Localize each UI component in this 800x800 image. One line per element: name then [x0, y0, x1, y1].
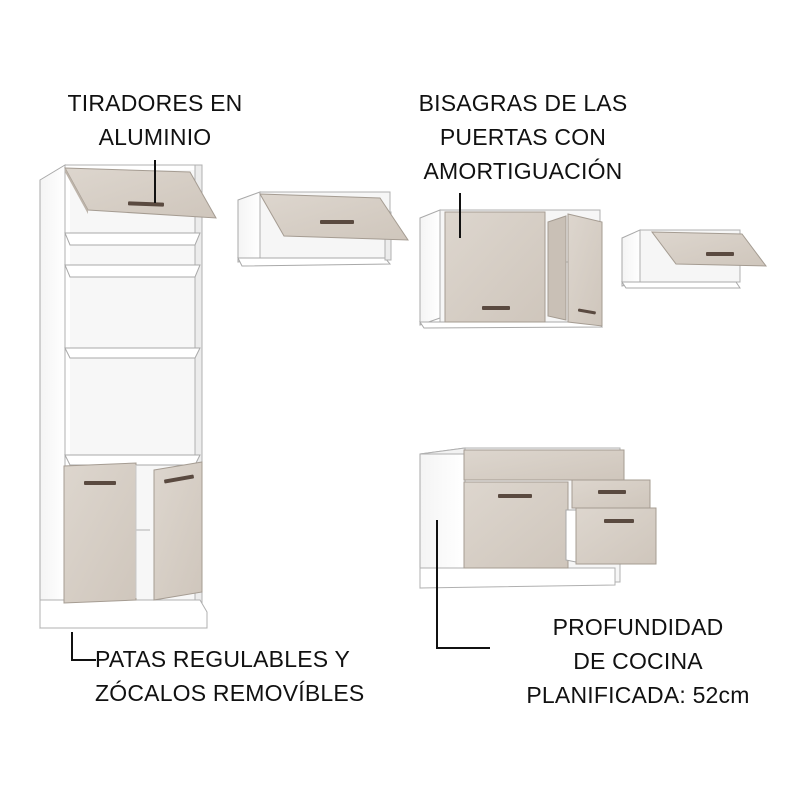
hinges-callout-line-1: BISAGRAS DE LAS: [418, 90, 628, 116]
pantry-top-door[interactable]: [64, 167, 217, 219]
feet-callout-line-1: PATAS REGULABLES Y: [95, 646, 350, 672]
depth-callout-line-1: PROFUNDIDAD: [552, 614, 724, 640]
wall-cabinet-doors: [419, 209, 604, 329]
wall-cabinet-1-door[interactable]: [259, 193, 409, 241]
feet-callout-line-2: ZÓCALOS REMOVÍBLES: [95, 680, 365, 706]
base-drawer-2[interactable]: [575, 507, 657, 565]
wall-cabinet-flip-2: [621, 229, 768, 289]
pantry-right-handle-icon: [164, 474, 194, 484]
pantry-left-handle-icon: [84, 481, 116, 485]
feet-callout: PATAS REGULABLES Y ZÓCALOS REMOVÍBLES: [95, 642, 365, 710]
wall-cabinet-2-left-handle-icon: [482, 306, 510, 310]
hinges-callout-line-2: PUERTAS CON: [439, 124, 607, 150]
wall-cabinet-flip-1: [237, 191, 409, 267]
hinges-callout-line-3: AMORTIGUACIÓN: [423, 158, 623, 184]
handles-callout-line-1: TIRADORES EN: [67, 90, 243, 116]
tall-pantry-cabinet: [39, 164, 217, 629]
base-cabinet: [419, 447, 657, 589]
hinges-callout: BISAGRAS DE LAS PUERTAS CON AMORTIGUACIÓ…: [398, 86, 648, 188]
depth-callout-line-2: DE COCINA: [573, 648, 703, 674]
depth-callout-line-3: PLANIFICADA: 52cm: [526, 682, 750, 708]
handles-callout-line-2: ALUMINIO: [98, 124, 212, 150]
wall-cabinet-1-handle-icon: [320, 220, 354, 224]
pantry-right-door[interactable]: [153, 461, 203, 601]
feet-callout-line: [71, 632, 96, 661]
wall-cabinet-3-handle-icon: [706, 252, 734, 256]
base-top-drawer[interactable]: [463, 449, 625, 481]
wall-cabinet-3-door[interactable]: [650, 231, 768, 267]
base-drawer-1-handle-icon: [598, 490, 626, 494]
base-drawer-2-handle-icon: [604, 519, 634, 523]
base-door-handle-icon: [498, 494, 532, 498]
wall-cabinet-2-left-door[interactable]: [444, 211, 546, 323]
wall-cabinet-2-right-door[interactable]: [567, 213, 603, 327]
callout-lines: [71, 160, 490, 661]
wall-cabinet-2-right-handle-icon: [577, 308, 596, 315]
handles-callout: TIRADORES EN ALUMINIO: [40, 86, 270, 154]
depth-callout-line: [436, 520, 490, 649]
depth-callout: PROFUNDIDAD DE COCINA PLANIFICADA: 52cm: [518, 610, 758, 712]
pantry-left-door[interactable]: [63, 462, 137, 604]
